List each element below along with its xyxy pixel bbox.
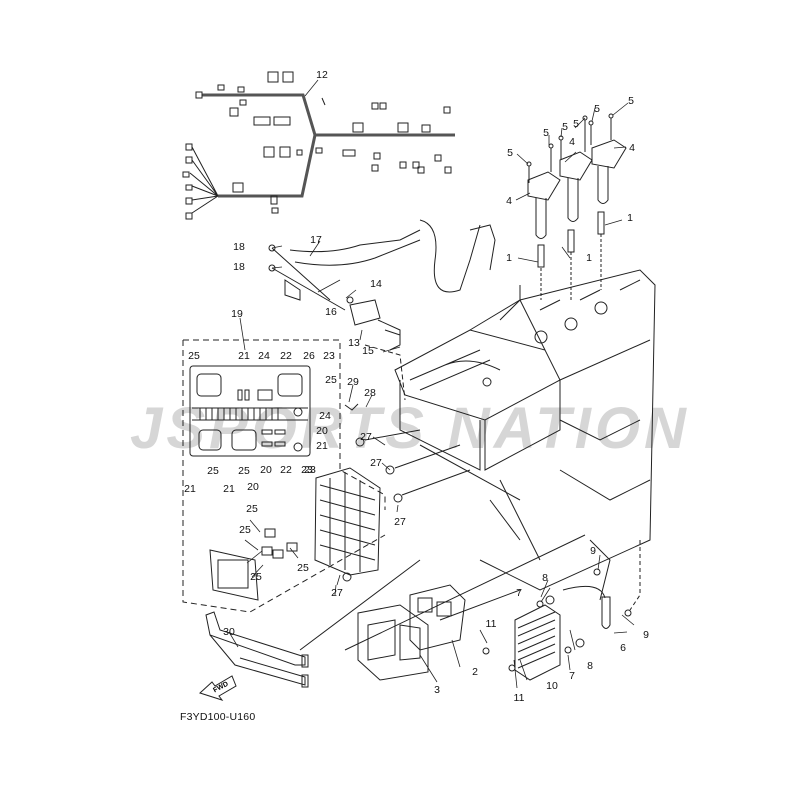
callout-27: 27 — [370, 456, 382, 469]
fuse-box-panel — [189, 365, 311, 457]
wiring-harness — [182, 71, 455, 220]
callout-21: 21 — [223, 482, 235, 495]
callout-5: 5 — [507, 146, 513, 159]
callout-22: 22 — [280, 349, 292, 362]
callout-25: 25 — [246, 502, 258, 515]
callout-9: 9 — [643, 628, 649, 641]
callout-19: 19 — [231, 307, 243, 320]
callout-7: 7 — [569, 669, 575, 682]
callout-18: 18 — [233, 240, 245, 253]
callout-26: 26 — [303, 349, 315, 362]
callout-25: 25 — [188, 349, 200, 362]
callout-20: 20 — [316, 424, 328, 437]
callout-1: 1 — [627, 211, 633, 224]
callout-27: 27 — [394, 515, 406, 528]
callout-25: 25 — [250, 570, 262, 583]
callout-9: 9 — [590, 544, 596, 557]
callout-28: 28 — [364, 386, 376, 399]
callout-17: 17 — [310, 233, 322, 246]
leader-lines — [228, 79, 635, 689]
callout-10: 10 — [546, 679, 558, 692]
ignition-coils — [526, 113, 627, 239]
callout-21: 21 — [316, 439, 328, 452]
callout-5: 5 — [628, 94, 634, 107]
diagram-caption: F3YD100-U160 — [180, 711, 256, 723]
callout-5: 5 — [594, 102, 600, 115]
callout-23: 23 — [304, 463, 316, 476]
fuse-box-outline — [182, 339, 386, 613]
callout-25: 25 — [238, 464, 250, 477]
callout-8: 8 — [542, 571, 548, 584]
callout-23: 23 — [323, 349, 335, 362]
callout-5: 5 — [573, 117, 579, 130]
callout-16: 16 — [325, 305, 337, 318]
callout-11: 11 — [485, 617, 497, 630]
callout-5: 5 — [543, 126, 549, 139]
callout-21: 21 — [184, 482, 196, 495]
callout-4: 4 — [506, 194, 512, 207]
callout-24: 24 — [319, 409, 331, 422]
callout-21: 21 — [238, 349, 250, 362]
spark-plugs — [537, 211, 605, 300]
callout-6: 6 — [620, 641, 626, 654]
callout-29: 29 — [347, 375, 359, 388]
callout-27: 27 — [360, 430, 372, 443]
callout-25: 25 — [297, 561, 309, 574]
callout-5: 5 — [562, 120, 568, 133]
callout-25: 25 — [207, 464, 219, 477]
callout-15: 15 — [362, 344, 374, 357]
callout-20: 20 — [260, 463, 272, 476]
callout-25: 25 — [325, 373, 337, 386]
callout-2: 2 — [472, 665, 478, 678]
fuse-box-body — [209, 467, 381, 601]
callout-8: 8 — [587, 659, 593, 672]
callout-24: 24 — [258, 349, 270, 362]
callout-14: 14 — [370, 277, 382, 290]
callout-25: 25 — [239, 523, 251, 536]
callout-13: 13 — [348, 336, 360, 349]
callout-18: 18 — [233, 260, 245, 273]
callout-12: 12 — [316, 68, 328, 81]
relay-assembly — [268, 219, 496, 401]
callout-4: 4 — [629, 141, 635, 154]
callout-1: 1 — [506, 251, 512, 264]
callout-1: 1 — [586, 251, 592, 264]
bracket — [205, 611, 309, 688]
callout-23: 23 — [301, 463, 313, 476]
rectifier-regulator — [482, 540, 641, 681]
callout-11: 11 — [513, 691, 525, 704]
callout-30: 30 — [223, 625, 235, 638]
fwd-arrow-icon — [199, 675, 237, 701]
engine-block — [344, 269, 656, 601]
callout-22: 22 — [280, 463, 292, 476]
callout-3: 3 — [434, 683, 440, 696]
ecu-units — [299, 534, 586, 681]
callout-20: 20 — [247, 480, 259, 493]
callout-4: 4 — [569, 135, 575, 148]
callout-27: 27 — [331, 586, 343, 599]
callout-7: 7 — [516, 586, 522, 599]
